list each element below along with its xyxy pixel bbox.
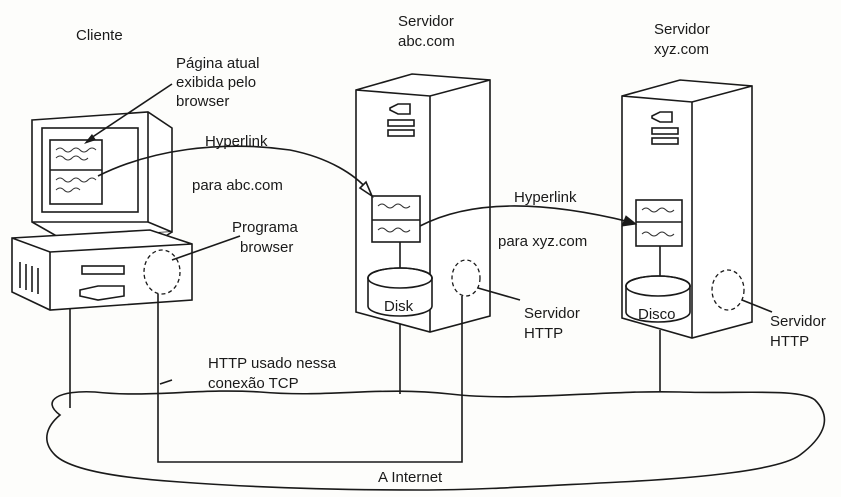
current-page-window — [49, 139, 103, 205]
server1-title-line1: Servidor — [398, 13, 454, 30]
xyz-http-server-oval — [711, 269, 745, 311]
server2-title-line1: Servidor — [654, 21, 710, 38]
hyperlink1-label: Hyperlink — [205, 133, 268, 150]
xyz-page-window — [635, 199, 683, 247]
page-caption-line3: browser — [176, 93, 229, 110]
client-computer — [11, 111, 193, 311]
server-xyz — [621, 79, 753, 339]
server1-http-line1: Servidor — [524, 305, 580, 322]
browser-program-oval — [143, 249, 181, 295]
server1-http-line2: HTTP — [524, 325, 563, 342]
abc-http-server-oval — [451, 259, 481, 297]
server1-title-line2: abc.com — [398, 33, 455, 50]
tcp-connection-path — [157, 294, 463, 463]
server2-disk-label: Disco — [638, 306, 676, 323]
server-abc — [355, 73, 491, 333]
hyperlink-arrow-2 — [419, 205, 631, 227]
server1-disk-label: Disk — [384, 298, 414, 315]
browser-program-line1: Programa — [232, 219, 299, 236]
page-caption-line2: exibida pelo — [176, 74, 256, 91]
abc-page-window — [371, 195, 421, 243]
internet-label: A Internet — [378, 469, 443, 486]
page-caption-line1: Página atual — [176, 55, 259, 72]
http-note-line2: conexão TCP — [208, 375, 299, 392]
http-note-line1: HTTP usado nessa — [208, 355, 337, 372]
client-label: Cliente — [76, 27, 123, 44]
hyperlink-arrow-1 — [97, 145, 369, 191]
hyperlink1-target-label: para abc.com — [192, 177, 283, 194]
server2-http-line2: HTTP — [770, 333, 809, 350]
server2-http-line1: Servidor — [770, 313, 826, 330]
internet-cloud — [46, 390, 826, 491]
browser-program-line2: browser — [240, 239, 293, 256]
server2-title-line2: xyz.com — [654, 41, 709, 58]
hyperlink2-label: Hyperlink — [514, 189, 577, 206]
hyperlink2-target-label: para xyz.com — [498, 233, 587, 250]
